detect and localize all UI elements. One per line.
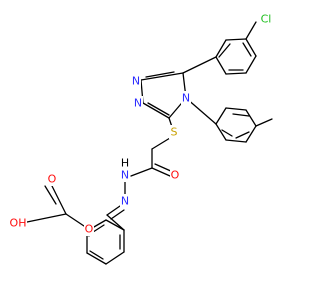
bond-37 [110, 209, 125, 220]
svg-text:O: O [171, 169, 180, 182]
bond-3 [215, 107, 227, 125]
bond-layer [26, 21, 273, 265]
acid-carbonyl-oxygen-atom: O [47, 172, 57, 186]
bond-24 [142, 102, 170, 119]
amide-oxygen-atom: O [170, 168, 180, 182]
ether-oxygen-atom: O [84, 222, 94, 236]
bond-7 [232, 113, 250, 117]
triazole-n1-atom: N [131, 74, 141, 88]
bond-22 [140, 72, 184, 81]
svg-text:H: H [121, 157, 129, 170]
bond-21 [182, 56, 217, 74]
hydrazide-hydrogen-atom: H [120, 157, 130, 170]
bond-30 [151, 137, 171, 150]
bond-2 [225, 107, 247, 111]
bond-32 [151, 167, 171, 177]
atom-label-layer: Cl N N N S O N H N O O OH [9, 12, 273, 236]
bond-20 [242, 42, 252, 57]
triazole-n4-atom: N [181, 91, 191, 105]
bond-52 [44, 185, 57, 205]
bond-4 [215, 123, 227, 141]
bond-34 [130, 167, 153, 177]
bond-12 [225, 38, 247, 41]
svg-text:Cl: Cl [261, 13, 272, 26]
bond-11 [245, 21, 257, 40]
imine-nitrogen-atom: N [120, 194, 130, 208]
sulfur-atom: S [169, 125, 179, 139]
svg-text:N: N [121, 195, 129, 208]
bond-15 [225, 72, 247, 75]
svg-text:N: N [121, 169, 129, 182]
bond-41 [86, 252, 107, 265]
bond-36 [106, 205, 121, 216]
svg-text:N: N [134, 97, 142, 110]
bond-1 [245, 109, 257, 127]
bond-8 [221, 129, 233, 137]
bond-17 [245, 38, 257, 57]
svg-text:O: O [85, 223, 94, 236]
chlorine-atom: Cl [259, 12, 273, 26]
svg-text:OH: OH [10, 217, 27, 230]
acid-hydroxyl-group: OH [9, 216, 27, 230]
bond-28 [147, 102, 170, 116]
bond-51 [26, 213, 67, 223]
bond-5 [225, 139, 247, 143]
bond-40 [105, 251, 125, 265]
bond-27 [145, 71, 175, 78]
bond-14 [215, 56, 227, 75]
bond-49 [65, 213, 85, 227]
bond-6 [245, 125, 257, 143]
bond-44 [105, 219, 125, 231]
hydrazide-nh-atom: N [120, 168, 130, 182]
bond-0 [255, 118, 273, 127]
bond-16 [245, 55, 257, 74]
svg-text:N: N [132, 75, 140, 88]
bond-9 [235, 131, 250, 139]
bond-13 [215, 39, 227, 58]
bond-46 [89, 250, 104, 260]
svg-text:N: N [182, 92, 190, 105]
bond-18 [218, 43, 231, 58]
svg-text:S: S [171, 126, 178, 139]
svg-text:O: O [48, 173, 57, 186]
triazole-n2-atom: N [133, 96, 143, 110]
bond-38 [106, 214, 125, 231]
structure-svg: Cl N N N S O N H N O O OH [9, 12, 273, 265]
bond-50 [51, 185, 67, 215]
molecule-diagram: Cl N N N S O N H N O O OH [9, 12, 273, 265]
